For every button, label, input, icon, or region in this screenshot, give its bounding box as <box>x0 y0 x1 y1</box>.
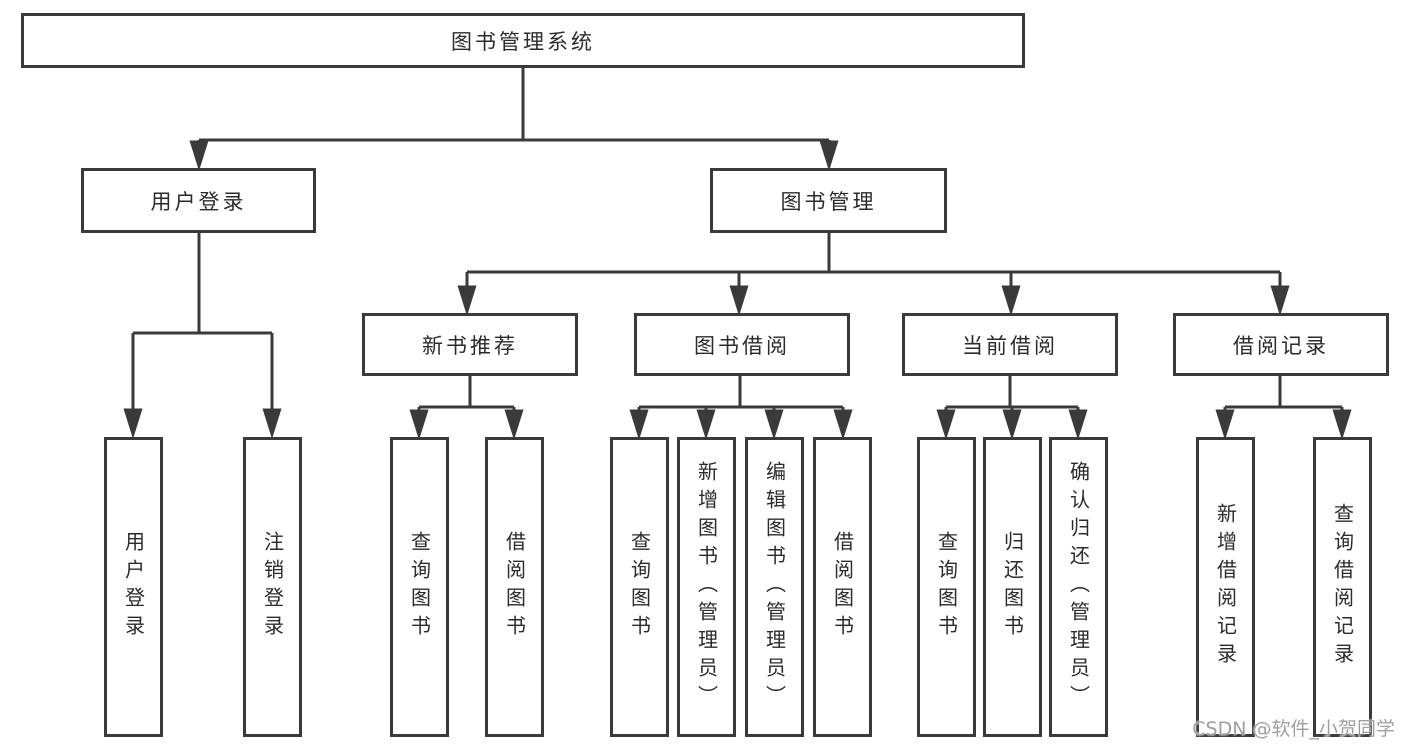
leaf-borrow-query: 查询图书 <box>610 437 669 737</box>
leaf-current-confirm-admin: 确认归还（管理员） <box>1049 437 1108 737</box>
node-current-borrow: 当前借阅 <box>902 313 1118 376</box>
node-root-system-label: 图书管理系统 <box>451 29 595 54</box>
leaf-borrow-book: 借阅图书 <box>813 437 872 737</box>
leaf-current-return-label: 归还图书 <box>1000 531 1025 643</box>
leaf-borrow-edit-admin: 编辑图书（管理员） <box>745 437 804 737</box>
csdn-watermark: CSDN @软件_小贺同学 <box>1192 718 1395 740</box>
leaf-user-login-label: 用户登录 <box>121 531 146 643</box>
leaf-current-query: 查询图书 <box>917 437 976 737</box>
leaf-record-add-label: 新增借阅记录 <box>1213 503 1238 671</box>
leaf-user-login: 用户登录 <box>104 437 163 737</box>
node-book-management-branch-label: 图书管理 <box>780 189 877 214</box>
leaf-record-query: 查询借阅记录 <box>1313 437 1372 737</box>
leaf-newbook-borrow: 借阅图书 <box>485 437 544 737</box>
leaf-current-return: 归还图书 <box>983 437 1042 737</box>
leaf-newbook-query: 查询图书 <box>390 437 449 737</box>
leaf-current-confirm-admin-label: 确认归还（管理员） <box>1066 461 1091 713</box>
connector-bookmgmt-to-level3 <box>457 233 1290 317</box>
node-borrow-record: 借阅记录 <box>1173 313 1389 376</box>
leaf-logout-label: 注销登录 <box>260 531 285 643</box>
connector-record-to-leaves <box>1215 376 1352 441</box>
leaf-borrow-book-label: 借阅图书 <box>830 531 855 643</box>
node-book-borrow-label: 图书借阅 <box>694 333 790 358</box>
connector-newbook-to-leaves <box>409 376 524 441</box>
leaf-borrow-add-admin-label: 新增图书（管理员） <box>694 461 719 713</box>
leaf-logout: 注销登录 <box>243 437 302 737</box>
node-root-system: 图书管理系统 <box>21 13 1025 68</box>
node-new-book-recommend: 新书推荐 <box>362 313 578 376</box>
leaf-current-query-label: 查询图书 <box>934 531 959 643</box>
leaf-borrow-add-admin: 新增图书（管理员） <box>677 437 736 737</box>
leaf-record-query-label: 查询借阅记录 <box>1330 503 1355 671</box>
node-book-management-branch: 图书管理 <box>710 168 947 233</box>
connector-userlogin-to-leaves <box>123 233 282 440</box>
node-book-borrow: 图书借阅 <box>634 313 850 376</box>
leaf-newbook-borrow-label: 借阅图书 <box>502 531 527 643</box>
connector-current-to-leaves <box>936 376 1088 441</box>
node-user-login-branch: 用户登录 <box>81 168 316 233</box>
node-current-borrow-label: 当前借阅 <box>962 333 1058 358</box>
leaf-newbook-query-label: 查询图书 <box>407 531 432 643</box>
node-new-book-recommend-label: 新书推荐 <box>422 333 518 358</box>
connector-borrow-to-leaves <box>629 376 853 441</box>
connector-root-to-level2 <box>189 68 839 172</box>
leaf-record-add: 新增借阅记录 <box>1196 437 1255 737</box>
node-borrow-record-label: 借阅记录 <box>1233 333 1329 358</box>
leaf-borrow-query-label: 查询图书 <box>627 531 652 643</box>
node-user-login-branch-label: 用户登录 <box>150 189 247 214</box>
leaf-borrow-edit-admin-label: 编辑图书（管理员） <box>762 461 787 713</box>
